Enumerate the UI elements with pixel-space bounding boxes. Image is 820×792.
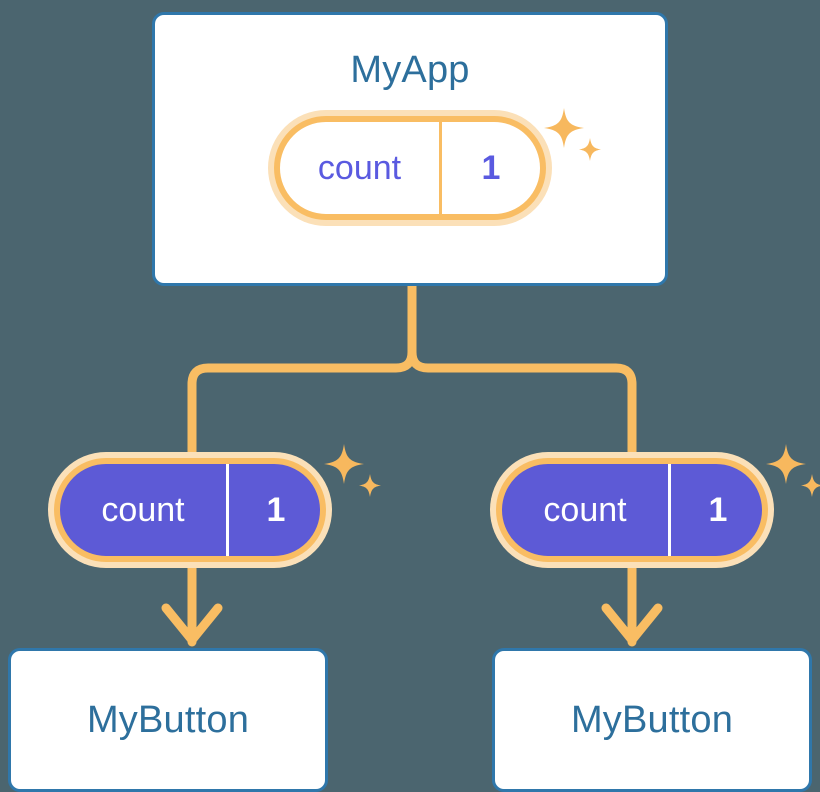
branch-right-signal-name: count [543, 491, 627, 529]
branch-right-signal-pill[interactable]: count 1 [490, 452, 774, 568]
root-signal-name: count [317, 149, 402, 187]
leaf-component-card-right[interactable]: MyButton [492, 648, 812, 792]
branch-left-signal-pill-inner: count 1 [54, 458, 326, 562]
branch-right-signal-value: 1 [668, 464, 762, 556]
sparkle-small-icon [359, 474, 381, 497]
root-signal-value: 1 [439, 122, 540, 214]
sparkle-large-icon [324, 444, 364, 484]
diagram-canvas: MyApp count 1 count 1 count 1 [8, 12, 820, 792]
leaf-component-label-left: MyButton [86, 699, 250, 741]
branch-left-signal-name: count [101, 491, 185, 529]
sparkle-small-icon [801, 474, 820, 497]
branch-right-signal-pill-inner: count 1 [496, 458, 768, 562]
branch-left-signal-value: 1 [226, 464, 320, 556]
leaf-component-label-right: MyButton [570, 699, 734, 741]
arrow-head-left-icon [161, 603, 223, 645]
sparkle-large-icon [766, 444, 806, 484]
root-component-label: MyApp [350, 49, 470, 91]
root-signal-pill-inner: count 1 [274, 116, 546, 220]
leaf-component-card-left[interactable]: MyButton [8, 648, 328, 792]
arrow-head-right-icon [601, 603, 663, 645]
branch-left-signal-pill[interactable]: count 1 [48, 452, 332, 568]
root-signal-pill[interactable]: count 1 [268, 110, 552, 226]
